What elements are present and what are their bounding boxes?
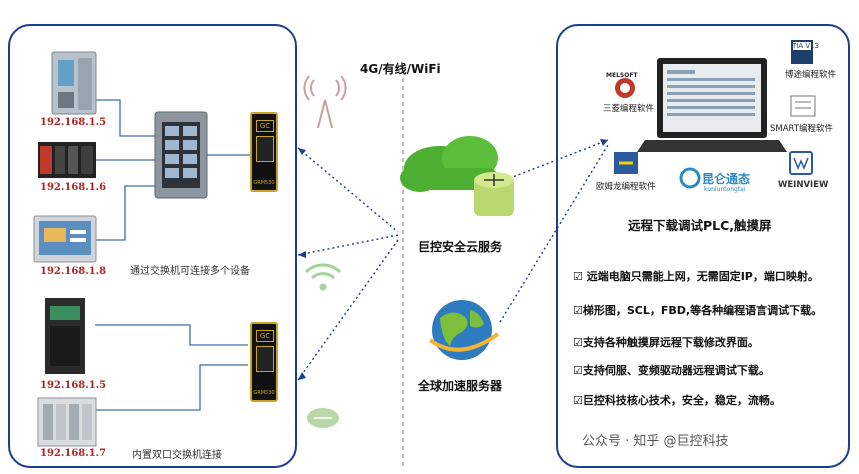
gc-module-top: GC GRM530 xyxy=(250,112,278,192)
kunlun-sub: kunluntongtai xyxy=(704,186,746,193)
plc-mitsubishi-icon xyxy=(38,142,96,178)
router-icon-small xyxy=(307,408,339,428)
weinview-logo-icon xyxy=(789,151,813,175)
cloud-service-label: 巨控安全云服务 xyxy=(418,240,503,254)
wifi-icon xyxy=(304,263,342,291)
feature-item: ☑支持各种触摸屏远程下载修改界面。 xyxy=(573,336,759,349)
global-server-label: 全球加速服务器 xyxy=(418,379,503,393)
network-label: 4G/有线/WiFi xyxy=(360,62,441,76)
software-label: 三菱编程软件 xyxy=(603,104,655,114)
ethernet-switch-icon xyxy=(154,111,208,199)
gc-module-label: GC xyxy=(256,120,274,132)
tia-logo-text: TIA V13 xyxy=(792,42,820,50)
feature-item: ☑支持伺服、变频驱动器远程调试下载。 xyxy=(573,364,770,377)
feature-item: ☑ 远端电脑只需能上网，无需固定IP，端口映射。 xyxy=(573,270,819,283)
tia-logo-icon xyxy=(791,40,813,64)
kunlun-label: 昆仑通态 xyxy=(702,172,751,186)
laptop-icon xyxy=(637,58,787,152)
cell-tower-icon xyxy=(303,75,347,129)
router-icon xyxy=(474,172,514,216)
software-label: SMART编程软件 xyxy=(770,124,834,134)
wiring-lines xyxy=(95,99,250,411)
device-ip: 192.168.1.7 xyxy=(40,448,107,459)
software-label: 欧姆龙编程软件 xyxy=(596,182,656,192)
gc-module-bottom: GC GRM530 xyxy=(250,322,278,402)
servo-drive-icon xyxy=(45,298,85,374)
globe-icon xyxy=(428,300,500,360)
hmi-screen-icon xyxy=(33,215,97,263)
cloud-icon xyxy=(400,136,498,192)
device-ip: 192.168.1.6 xyxy=(40,182,107,193)
dual-port-note: 内置双口交换机连接 xyxy=(132,450,222,461)
gc-module-display xyxy=(256,136,274,162)
plc-s7-1500-icon xyxy=(51,51,97,115)
plc-rack-icon xyxy=(37,397,97,447)
device-ip: 192.168.1.5 xyxy=(40,380,107,391)
omron-logo-icon xyxy=(614,152,638,174)
melsoft-logo-text: MELSOFT xyxy=(606,72,638,79)
gc-module-model: GRM530 xyxy=(253,390,275,396)
gc-module-label: GC xyxy=(256,330,274,342)
remote-heading: 远程下载调试PLC,触摸屏 xyxy=(628,218,772,233)
melsoft-logo-icon xyxy=(615,78,635,98)
feature-item: ☑巨控科技核心技术，安全，稳定，流畅。 xyxy=(573,394,781,407)
watermark: 公众号 · 知乎 @巨控科技 xyxy=(582,434,729,449)
kunlun-logo-icon xyxy=(679,167,701,189)
smart-logo-icon xyxy=(790,95,816,117)
software-label: 博途编程软件 xyxy=(785,70,837,80)
arrow-heads xyxy=(298,139,608,380)
weinview-label: WEINVIEW xyxy=(778,180,829,190)
feature-item: ☑梯形图，SCL，FBD,等各种编程语言调试下载。 xyxy=(573,304,823,317)
remote-links xyxy=(297,139,609,381)
gc-module-model: GRM530 xyxy=(253,180,275,186)
device-ip: 192.168.1.5 xyxy=(40,117,107,128)
device-ip: 192.168.1.8 xyxy=(40,266,107,277)
gc-module-display xyxy=(256,346,274,372)
switch-note: 通过交换机可连接多个设备 xyxy=(130,266,250,277)
